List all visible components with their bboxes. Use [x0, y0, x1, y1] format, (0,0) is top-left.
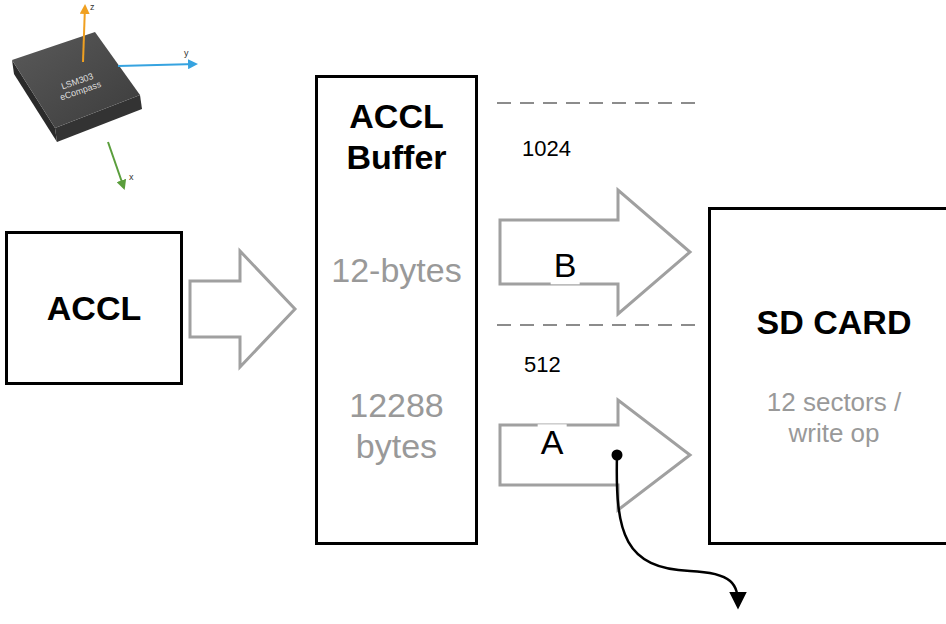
box-title: ACCL	[47, 288, 141, 329]
box-note: 12288 bytes	[324, 385, 469, 467]
arrow-label: A	[538, 424, 567, 461]
box-note: 12-bytes	[331, 250, 461, 291]
block-arrow	[500, 400, 690, 510]
x-axis	[108, 142, 124, 188]
process-box: ACCL	[5, 231, 183, 385]
process-box: ACCL Buffer 12-bytes 12288 bytes	[315, 75, 478, 545]
axis-label: z	[90, 2, 95, 12]
axis-label: y	[184, 48, 189, 58]
block-arrow	[500, 190, 690, 314]
process-box: SD CARD 12 sectors / write op	[708, 207, 946, 545]
dashed-separator	[497, 102, 700, 104]
box-title: SD CARD	[757, 302, 912, 343]
box-title: ACCL Buffer	[324, 96, 469, 178]
dashed-separator	[497, 324, 700, 326]
size-label: 1024	[522, 136, 571, 161]
leader-dot	[612, 450, 623, 461]
z-axis	[83, 6, 85, 62]
block-arrow	[190, 251, 295, 367]
axis-label: x	[129, 172, 134, 182]
size-label: 512	[524, 352, 561, 377]
box-note: 12 sectors / write op	[749, 387, 919, 449]
arrow-label: B	[551, 247, 580, 284]
y-axis	[118, 64, 196, 66]
chip-body	[12, 32, 140, 128]
